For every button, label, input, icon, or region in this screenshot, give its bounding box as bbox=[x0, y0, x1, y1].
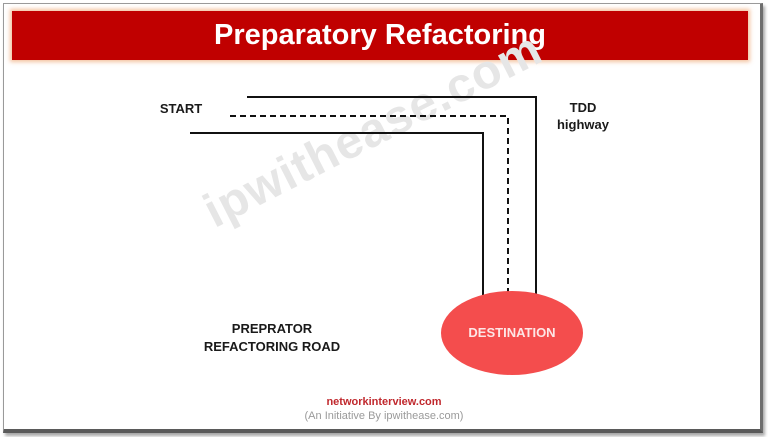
tdd-highway-outer-line bbox=[247, 96, 537, 296]
tdd-label-line1: TDD bbox=[569, 100, 597, 115]
slide-frame bbox=[3, 3, 763, 433]
destination-label: DESTINATION bbox=[468, 325, 556, 340]
footer-initiative-text: (An Initiative By ipwithease.com) bbox=[304, 410, 464, 422]
title-banner: Preparatory Refactoring bbox=[12, 11, 748, 60]
road-label-line1: PREPRATOR bbox=[231, 321, 313, 336]
page-title: Preparatory Refactoring bbox=[214, 19, 546, 51]
refactoring-road-inner-line bbox=[190, 132, 484, 296]
start-label: START bbox=[159, 101, 203, 116]
footer-site-link[interactable]: networkinterview.com bbox=[326, 396, 442, 408]
destination-ellipse bbox=[441, 291, 583, 375]
center-dashed-line bbox=[230, 115, 509, 293]
road-label-line2: REFACTORING ROAD bbox=[203, 339, 341, 354]
tdd-label-line2: highway bbox=[556, 117, 609, 132]
